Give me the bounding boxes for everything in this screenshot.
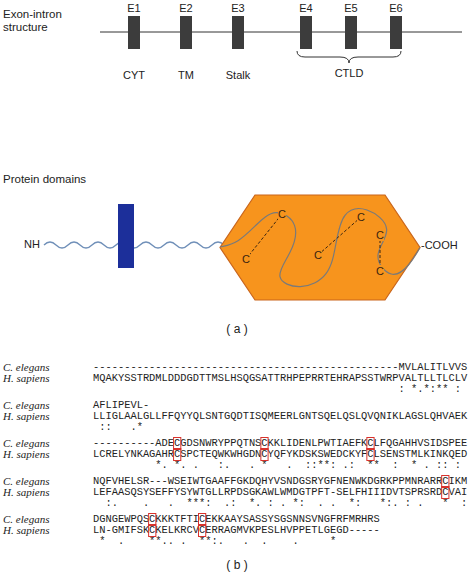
species-name: C. elegans [3,400,49,411]
sequence-row: LCRELYNKAGAHRCSPCTEQWKWHGDNCYQFYKDSKSWED… [93,449,467,460]
sequence-row: LEFAASQSYSEFFYSYWTGLLRPDSGKAWLWMDGTPFT-S… [93,487,467,498]
cysteine-highlight [442,487,449,499]
cysteine-highlight [149,514,156,526]
sequence-row: AFLIPEVL- [93,400,149,411]
species-name: H. sapiens [3,449,49,460]
ctld-hexagon [220,195,420,300]
cysteine-highlight [261,449,268,461]
species-name: C. elegans [3,514,49,525]
exon-box: E4 [281,2,331,49]
disulfide-bond [246,214,282,259]
cysteine-label: C [314,249,322,261]
sequence-row: ----------ADECGDSNWRYPPQTNSCKKLIDENLPWTI… [93,438,467,449]
cysteine-label: C [357,211,365,223]
species-name: C. elegans [3,438,49,449]
sequence-row: DGNGEWPQSCKKKTFTICEKKAAYSASSYSGSNNSVNGFR… [93,514,380,525]
species-name: C. elegans [3,362,49,373]
sequence-row: NQFVHELSR---WSEIWTGAAFFGKDQHYVSNDGSRYGFN… [93,476,467,487]
exon-label: E2 [179,2,192,15]
cysteine-label: C [278,208,286,220]
conservation-row: * . **.. . **:. . . . * [93,536,336,547]
cysteine-label: C [376,265,384,277]
row-title: Protein domains [3,173,123,186]
cysteine-highlight [442,476,449,488]
cysteine-highlights [149,438,449,537]
cysteine-highlight [367,449,374,461]
transmembrane-segment [118,204,134,268]
exon-label: E4 [299,2,312,15]
exon-label: E5 [344,2,357,15]
sequence-row: LLIGLAALGLLFFQYYQLSNTGQDTISQMEERLGNTSQEL… [93,411,467,422]
species-name: H. sapiens [3,525,49,536]
domain-label: TM [178,69,194,82]
exon-box: E1CYT [109,2,159,82]
domain-label: CYT [123,69,145,82]
cysteine-label: C [376,229,384,241]
cysteine-highlight [261,438,268,450]
conservation-row: :: .* [93,422,143,433]
row-title: Exon-intron structure [3,8,95,34]
sequence-row: LN-GMIFSKCKELKRCVCERRAGMVKPESLHVPPETLGEG… [93,525,380,536]
ctld-domain: CCCCCC [220,195,420,300]
conservation-row: :. . . ***: .: *. : . *: . . *: *:. : . … [93,498,467,509]
cysteine-highlight [199,525,206,537]
cysteine-highlight [174,438,181,450]
exon-label: E1 [127,2,140,15]
hexagon-outline [220,195,420,300]
disulfide-bond [318,217,361,255]
species-name: H. sapiens [3,373,49,384]
exon-block [180,16,192,49]
exon-label: E6 [389,2,402,15]
conservation-row: : *.*:** : [93,384,461,395]
conservation-row: *. *. . :. . * . ::**: .: ** : * . :: : [93,460,461,471]
exon-block [300,16,312,49]
sequence-row: ----------------------------------------… [93,362,467,373]
peptide-chain [220,209,420,287]
exon-label: E3 [231,2,244,15]
exon-box: E3Stalk [213,2,263,82]
terminus-label: NH [24,238,40,251]
ctld-bracket [297,51,401,63]
cysteine-highlight [149,525,156,537]
cysteine-highlight [174,449,181,461]
species-name: H. sapiens [3,411,49,422]
domain-label: Stalk [226,69,250,82]
domain-label: CTLD [335,67,364,80]
species-name: C. elegans [3,476,49,487]
exon-block [390,16,402,49]
cysteine-highlight [367,438,374,450]
panel-label: ( a ) [226,323,247,336]
species-name: H. sapiens [3,487,49,498]
exon-box: E2TM [161,2,211,82]
panel-label: ( b ) [226,559,247,572]
sequence-row: MQAKYSSTRDMLDDDGDTTMSLHSQGSATTRHPEPRRTEH… [93,373,467,384]
exon-block [232,16,244,49]
intron-line [100,32,462,33]
exon-box: E6 [371,2,421,49]
cysteine-label: C [242,253,250,265]
cysteine-highlight [199,514,206,526]
exon-block [128,16,140,49]
exon-block [345,16,357,49]
terminus-label: -COOH [421,239,458,252]
exon-box: E5 [326,2,376,49]
